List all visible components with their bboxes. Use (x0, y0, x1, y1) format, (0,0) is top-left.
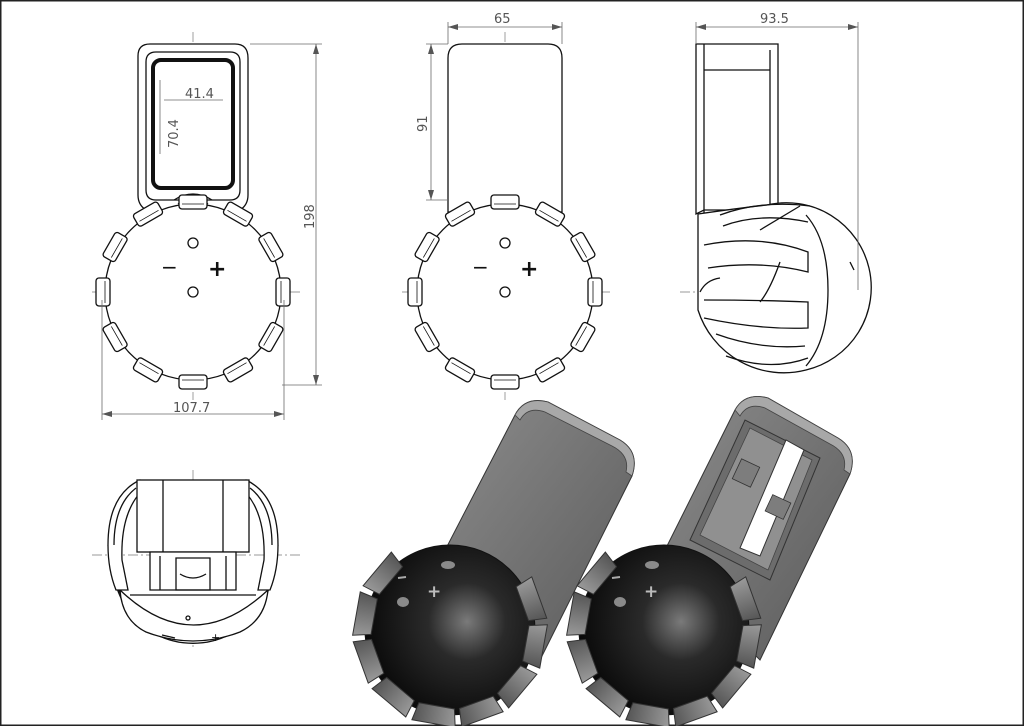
dim-window-width: 41.4 (185, 87, 214, 102)
render-plain-holder: + (352, 400, 635, 726)
render-fin (411, 702, 456, 726)
render-fin (585, 676, 629, 718)
render-fin (522, 624, 548, 669)
render-fin (672, 695, 718, 726)
fin-tab (534, 357, 566, 383)
dim-side-depth: 93.5 (760, 12, 789, 27)
fin-tab (132, 201, 164, 227)
fin-tab-edge (263, 238, 276, 258)
fin-tab-edge (139, 209, 159, 222)
render-fin (458, 695, 504, 726)
render-fin (362, 551, 404, 595)
fin-tab-edge (451, 209, 471, 222)
fin-tab-edge (263, 326, 276, 346)
fin-tab-edge (227, 362, 247, 375)
fin-tab (275, 277, 291, 307)
front-view: 65 91 − + (402, 12, 612, 400)
rear-plus-mark: + (208, 257, 226, 282)
rear-fin-ring (95, 194, 291, 390)
fin-tab (178, 194, 208, 210)
rear-minus-mark: − (161, 255, 178, 279)
fin-tab (444, 201, 476, 227)
fin-tab (102, 231, 128, 263)
fin-tab (490, 194, 520, 210)
top-view: + (92, 470, 300, 650)
fin-tab (414, 321, 440, 353)
render-fin (566, 638, 599, 684)
fin-tab (132, 357, 164, 383)
render-fin (515, 576, 548, 622)
fin-tab (95, 277, 111, 307)
rear-view: 41.4 70.4 − + 198 107.7 (92, 32, 322, 420)
fin-tab-edge (422, 326, 435, 346)
render-fin (625, 702, 670, 726)
fin-tab-edge (539, 362, 559, 375)
dim-overall-height: 198 (303, 204, 318, 229)
fin-tab-edge (575, 326, 588, 346)
fin-tab-edge (451, 362, 471, 375)
fin-tab (178, 374, 208, 390)
rear-ball-outline (104, 203, 282, 381)
render-fin (710, 665, 752, 709)
fin-tab (570, 321, 596, 353)
fin-tab (414, 231, 440, 263)
fin-tab (258, 321, 284, 353)
render-slotted-fins (566, 551, 762, 726)
render-plain-fins (352, 551, 548, 726)
front-plus-mark: + (520, 257, 538, 282)
render-fin (736, 624, 762, 669)
fin-tab-edge (575, 238, 588, 258)
fin-tab (258, 231, 284, 263)
fin-tab-edge (139, 362, 159, 375)
fin-tab-edge (227, 209, 247, 222)
dim-window-height: 70.4 (167, 119, 182, 148)
render-fin (576, 551, 618, 595)
render-fin (729, 576, 762, 622)
render-plain-plus: + (427, 582, 441, 602)
side-view: 93.5 (680, 12, 872, 374)
fin-tab-edge (110, 238, 123, 258)
fin-tab (490, 374, 520, 390)
fin-tab (534, 201, 566, 227)
render-fin (352, 591, 378, 636)
render-fin (496, 665, 538, 709)
render-slotted-plus: + (644, 582, 658, 602)
fin-tab (407, 277, 423, 307)
render-fin (352, 638, 385, 684)
render-fin (566, 591, 592, 636)
top-plus-mark: + (211, 631, 220, 644)
fin-tab (587, 277, 603, 307)
fin-tab-edge (422, 238, 435, 258)
fin-tab-edge (539, 209, 559, 222)
dim-front-height: 91 (416, 115, 431, 132)
fin-tab (222, 201, 254, 227)
fin-tab-edge (110, 326, 123, 346)
front-minus-mark: − (472, 255, 489, 279)
dim-front-width: 65 (494, 12, 511, 27)
dim-body-width: 107.7 (173, 401, 210, 416)
render-slotted-holder: + (566, 396, 853, 726)
render-fin (371, 676, 415, 718)
fin-tab (570, 231, 596, 263)
fin-tab (102, 321, 128, 353)
fin-tab (222, 357, 254, 383)
front-fin-ring (407, 194, 603, 390)
fin-tab (444, 357, 476, 383)
